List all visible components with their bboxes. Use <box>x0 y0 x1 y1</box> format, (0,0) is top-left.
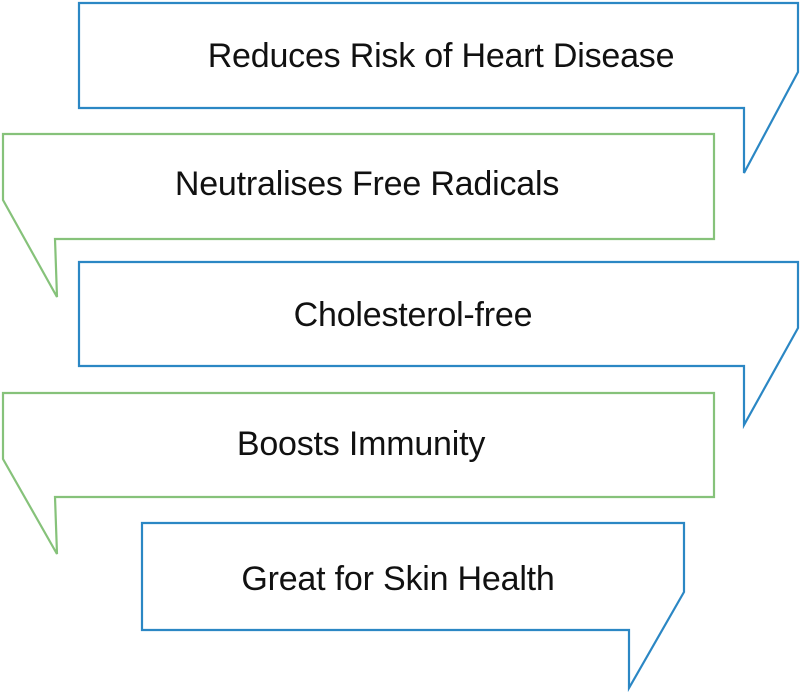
callout-1-label: Reduces Risk of Heart Disease <box>208 37 675 75</box>
callout-2-label: Neutralises Free Radicals <box>175 165 559 203</box>
callout-5-shape <box>140 521 686 692</box>
callout-1-shape <box>77 1 800 174</box>
callout-2: Neutralises Free Radicals <box>1 132 716 298</box>
callout-1: Reduces Risk of Heart Disease <box>77 1 800 174</box>
callout-5-label: Great for Skin Health <box>241 560 554 598</box>
callout-4: Boosts Immunity <box>1 391 716 555</box>
callout-4-label: Boosts Immunity <box>237 425 485 463</box>
callout-3-label: Cholesterol-free <box>294 296 533 334</box>
callout-2-shape <box>1 132 716 298</box>
callout-4-shape <box>1 391 716 555</box>
callout-3: Cholesterol-free <box>77 260 800 430</box>
callout-3-shape <box>77 260 800 430</box>
callout-5: Great for Skin Health <box>140 521 686 692</box>
